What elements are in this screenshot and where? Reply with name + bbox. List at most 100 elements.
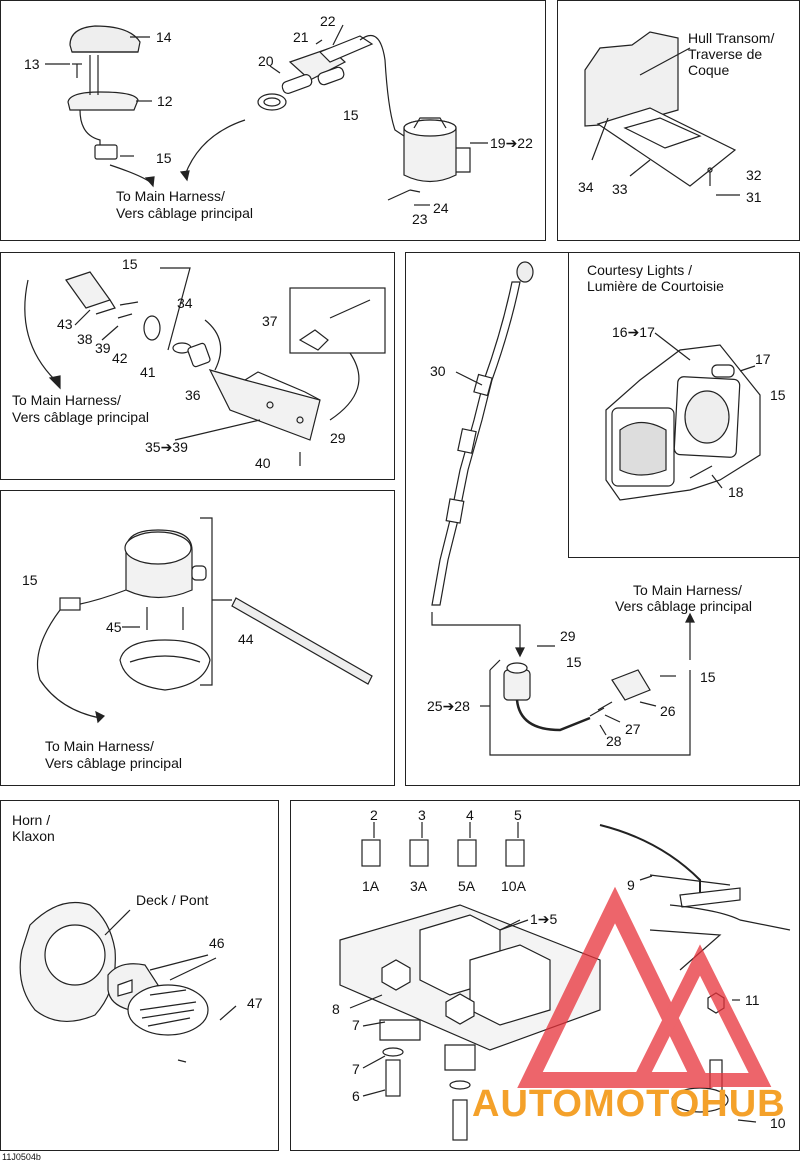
harness-caption-3b: Vers câblage principal	[12, 409, 149, 425]
connector-plug	[94, 144, 118, 160]
label-34-b: 34	[177, 295, 193, 311]
label-23: 23	[412, 211, 428, 227]
harness-caption-6a: To Main Harness/	[45, 738, 154, 754]
label-26: 26	[660, 703, 676, 719]
label-32: 32	[746, 167, 762, 183]
label-15-f: 15	[566, 654, 582, 670]
connector-26	[611, 669, 651, 701]
label-45: 45	[106, 619, 122, 635]
label-21: 21	[293, 29, 309, 45]
rubber-grommet	[257, 93, 287, 111]
label-28: 28	[606, 733, 622, 749]
bulb	[711, 364, 735, 378]
label-11: 11	[745, 992, 760, 1008]
socket-body	[503, 669, 531, 701]
label-13: 13	[24, 56, 40, 72]
fuse-2-amp: 1A	[362, 878, 380, 894]
label-41: 41	[140, 364, 156, 380]
label-38: 38	[77, 331, 93, 347]
harness-caption-3a: To Main Harness/	[12, 392, 121, 408]
label-15-e: 15	[22, 572, 38, 588]
horn-title-2: Klaxon	[12, 828, 55, 844]
harness-caption-6b: Vers câblage principal	[45, 755, 182, 771]
antenna-mast	[431, 261, 534, 606]
label-37: 37	[262, 313, 278, 329]
label-36: 36	[185, 387, 201, 403]
label-42: 42	[112, 350, 128, 366]
panel-bilge-pump	[0, 490, 395, 786]
courtesy-title-2: Lumière de Courtoisie	[587, 278, 724, 294]
fuse-4-num: 4	[466, 807, 474, 823]
label-18: 18	[728, 484, 744, 500]
harness-caption-4a: To Main Harness/	[633, 582, 742, 598]
label-9: 9	[627, 877, 635, 893]
bilge-pump-body	[403, 117, 471, 183]
strainer	[119, 639, 211, 691]
hull-transom-title-2: Traverse de	[688, 46, 763, 62]
label-16-17: 16➔17	[612, 324, 655, 340]
courtesy-title-1: Courtesy Lights /	[587, 262, 693, 278]
label-15-g: 15	[700, 669, 716, 685]
label-19-22: 19➔22	[490, 135, 533, 151]
fuse-5-num: 5	[514, 807, 522, 823]
label-46: 46	[209, 935, 225, 951]
fuse-2-num: 2	[370, 807, 378, 823]
label-35-39: 35➔39	[145, 439, 188, 455]
horn-title-1: Horn /	[12, 812, 51, 828]
pump-connector	[59, 597, 81, 611]
label-34-a: 34	[578, 179, 594, 195]
light-base	[67, 55, 139, 111]
harness-caption-4b: Vers câblage principal	[615, 598, 752, 614]
float-switch	[281, 35, 374, 94]
label-10: 10	[770, 1115, 786, 1131]
label-17: 17	[755, 351, 771, 367]
label-29-a: 29	[330, 430, 346, 446]
label-20: 20	[258, 53, 274, 69]
label-30: 30	[430, 363, 446, 379]
hull-transom-title-3: Coque	[688, 62, 730, 78]
label-7-a: 7	[352, 1017, 360, 1033]
diagram-code: 11J0504b	[2, 1152, 41, 1162]
label-40: 40	[255, 455, 271, 471]
harness-caption-1a: To Main Harness/	[116, 188, 225, 204]
harness-caption-1b: Vers câblage principal	[116, 205, 253, 221]
label-15-c: 15	[122, 256, 138, 272]
label-22: 22	[320, 13, 336, 29]
watermark-logo	[517, 886, 772, 1088]
courtesy-light-lens	[69, 25, 141, 53]
label-14: 14	[156, 29, 172, 45]
hull-transom	[584, 31, 679, 127]
fuse-5-amp: 10A	[501, 878, 526, 894]
label-15-b: 15	[343, 107, 359, 123]
fuses	[361, 822, 525, 867]
hose	[231, 597, 373, 685]
fuse-3-num: 3	[418, 807, 426, 823]
label-31: 31	[746, 189, 762, 205]
connector-housing	[65, 271, 111, 309]
fuse-3-amp: 3A	[410, 878, 428, 894]
fuse-4-amp: 5A	[458, 878, 476, 894]
kit-box	[289, 287, 386, 354]
horn-grille	[127, 984, 209, 1036]
label-15-a: 15	[156, 150, 172, 166]
label-25-28: 25➔28	[427, 698, 470, 714]
label-1-5: 1➔5	[530, 911, 558, 927]
bilge-pump-housing	[124, 529, 207, 599]
label-27: 27	[625, 721, 641, 737]
label-15-d: 15	[770, 387, 786, 403]
label-12: 12	[157, 93, 173, 109]
label-29-b: 29	[560, 628, 576, 644]
nut	[143, 315, 161, 341]
hull-transom-title-1: Hull Transom/	[688, 30, 775, 46]
label-7-b: 7	[352, 1061, 360, 1077]
label-6: 6	[352, 1088, 360, 1104]
label-24: 24	[433, 200, 449, 216]
switch-bracket	[208, 369, 321, 441]
label-33: 33	[612, 181, 628, 197]
label-47: 47	[247, 995, 263, 1011]
label-44: 44	[238, 631, 254, 647]
deck-caption: Deck / Pont	[136, 892, 209, 908]
label-39: 39	[95, 340, 111, 356]
label-8: 8	[332, 1001, 340, 1017]
